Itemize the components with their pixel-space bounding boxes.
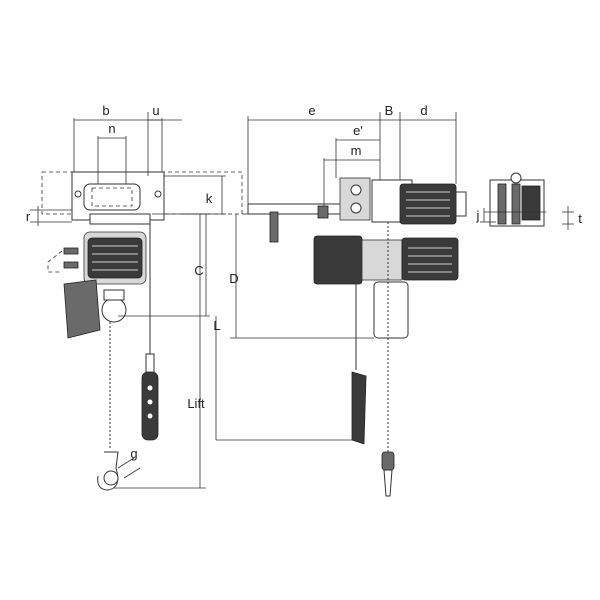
side-hook [383, 469, 393, 497]
trolley-motor [399, 183, 457, 225]
detail-view: j t [476, 172, 582, 230]
label-D: D [229, 271, 238, 286]
chain-sprocket [101, 297, 127, 323]
hoist-motor-side [401, 237, 459, 281]
side-view: e B d e' m D [229, 103, 467, 497]
trolley-wheel-bottom [350, 202, 362, 214]
label-e-prime: e' [353, 123, 363, 138]
detail-motor [521, 185, 541, 221]
stopper-right [317, 205, 329, 219]
bolt-right [154, 190, 162, 198]
hook-eye [103, 470, 119, 486]
hoist-frame [361, 239, 403, 281]
pendant-control [141, 371, 159, 441]
trolley-base [89, 213, 151, 225]
pendant-strain [145, 353, 155, 375]
motor-endcap [455, 191, 467, 217]
label-g: g [130, 446, 137, 461]
side-hook-block [381, 451, 395, 471]
detail-plate-center [511, 183, 521, 225]
front-view: b n u k r C L Lift g [26, 103, 352, 491]
label-lift: Lift [187, 396, 205, 411]
side-beam [247, 203, 345, 215]
gearbox [63, 279, 101, 339]
bolt-left [74, 190, 82, 198]
trolley-window [83, 183, 141, 211]
label-l: L [213, 318, 220, 333]
label-c: C [194, 263, 203, 278]
cable-loop [47, 250, 63, 273]
label-b: b [102, 103, 109, 118]
label-n: n [108, 121, 115, 136]
hook-block-top [103, 289, 125, 301]
label-k: k [206, 191, 213, 206]
label-m: m [351, 143, 362, 158]
detail-wheel [510, 172, 522, 184]
trolley-wheel-top [350, 184, 362, 196]
label-j: j [476, 208, 480, 223]
stopper-left [269, 211, 279, 243]
hoist-motor [87, 237, 143, 279]
side-pendant [351, 371, 367, 445]
label-t: t [578, 211, 582, 226]
label-e: e [308, 103, 315, 118]
hoist-gearbox [313, 235, 363, 285]
label-r: r [26, 209, 31, 224]
cable-gland-2 [63, 261, 79, 269]
label-B: B [385, 103, 394, 118]
detail-plate-left [497, 183, 507, 225]
chain-container [373, 281, 409, 339]
label-u: u [152, 103, 159, 118]
label-d: d [420, 103, 427, 118]
cable-gland-1 [63, 247, 79, 255]
trolley-side-plate [339, 177, 371, 221]
trolley-inner [91, 187, 133, 207]
